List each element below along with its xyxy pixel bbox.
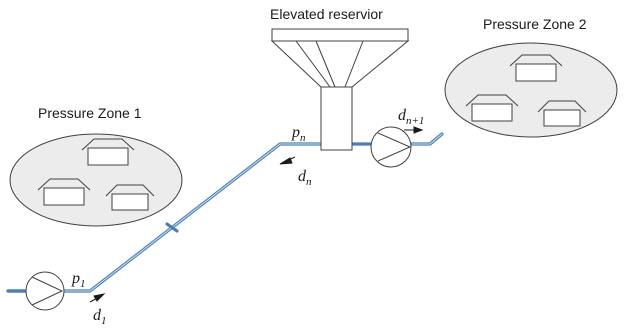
flow-arrows [89, 126, 424, 303]
label-d1: d1 [93, 307, 107, 327]
house-icon [105, 184, 155, 211]
pressure-zone-2 [444, 42, 618, 138]
label-p1: p1 [71, 270, 86, 290]
pump-n [370, 126, 412, 168]
reservoir-column [320, 86, 353, 151]
house-icon [509, 54, 563, 82]
reservoir-label: Elevated reservior [270, 6, 383, 22]
house-icon [537, 100, 587, 127]
pump-n-circle [370, 126, 412, 168]
zone2-ellipse [444, 42, 618, 138]
elevated-reservoir [270, 28, 410, 151]
pump-1 [25, 271, 65, 311]
main-pipeline [6, 132, 444, 293]
reservoir-tank-top [271, 28, 409, 42]
house-icon [81, 138, 135, 166]
arrow-dn-icon [279, 156, 296, 165]
pump-n-symbol [377, 132, 412, 162]
house-icon [37, 178, 91, 206]
arrow-dn1-icon [404, 126, 424, 134]
label-dn: dn [298, 168, 312, 188]
zone2-label: Pressure Zone 2 [483, 16, 587, 32]
pump-1-symbol [31, 276, 64, 306]
reservoir-funnel [270, 40, 410, 88]
pump-1-circle [25, 271, 65, 311]
pipeline-segment-to-zone2-highlight [411, 133, 443, 145]
label-dn1: dn+1 [398, 107, 424, 127]
label-pn: pn [291, 124, 306, 144]
pipeline-segment-to-zone2 [410, 132, 444, 146]
branch-to-zone1 [165, 222, 179, 233]
zone1-label: Pressure Zone 1 [38, 105, 142, 121]
house-icon [465, 94, 519, 122]
pipeline-segment-rising-highlight [61, 143, 322, 292]
arrow-d1-icon [89, 293, 106, 303]
pressure-zone-1 [9, 133, 183, 227]
